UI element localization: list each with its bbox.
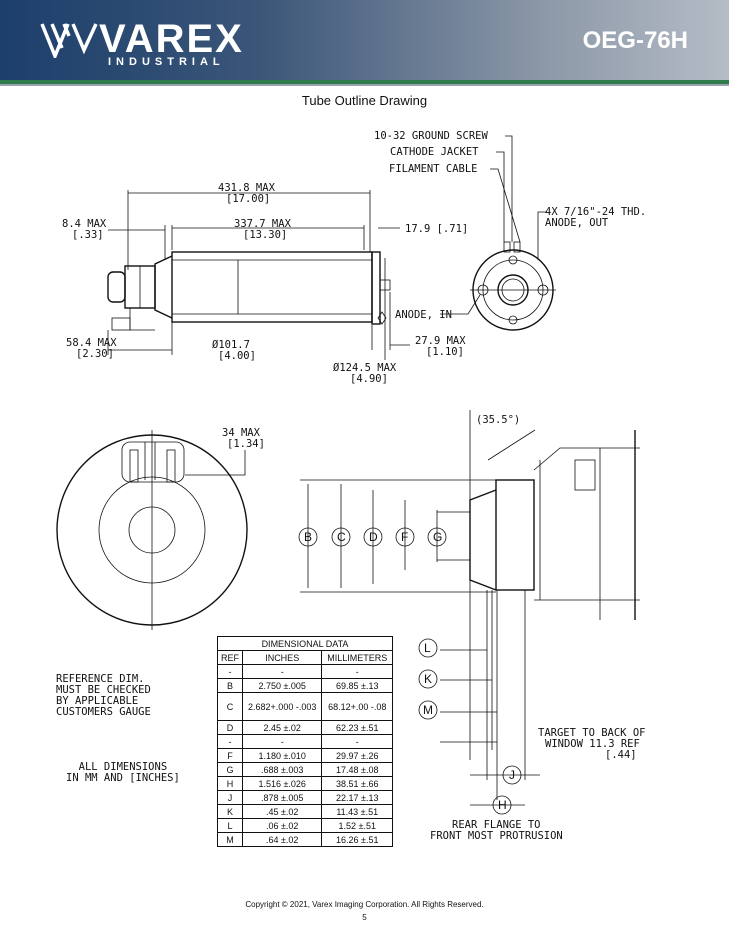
dimensional-data-table: DIMENSIONAL DATA REF INCHES MILLIMETERS … (217, 636, 393, 847)
reference-note: REFERENCE DIM. MUST BE CHECKED BY APPLIC… (56, 673, 151, 718)
tube-outline-drawing: 431.8 MAX [17.00] 337.7 MAX [13.30] 8.4 … (56, 130, 646, 842)
dim-58-inch: [2.30] (76, 348, 114, 360)
dim-8-inch: [.33] (72, 229, 104, 241)
label-target-3: [.44] (605, 749, 637, 761)
varex-v-logo-icon (40, 23, 98, 58)
label-target-1: TARGET TO BACK OF (538, 727, 645, 739)
brand-name: VAREX (99, 17, 244, 61)
table-row: --- (217, 664, 393, 679)
svg-text:B: B (304, 530, 312, 544)
callout-f: F (395, 527, 415, 547)
dim-431-label: 431.8 MAX (218, 182, 276, 194)
label-ground-screw: 10-32 GROUND SCREW (374, 130, 488, 142)
svg-text:J: J (509, 768, 515, 782)
label-filament-cable: FILAMENT CABLE (389, 163, 478, 175)
dim-dia101-inch: [4.00] (218, 350, 256, 362)
dim-27-inch: [1.10] (426, 346, 464, 358)
dim-58-label: 58.4 MAX (66, 337, 117, 349)
label-rear-1: REAR FLANGE TO (452, 819, 541, 831)
label-anode-in: ANODE, IN (395, 309, 452, 321)
svg-text:D: D (369, 530, 378, 544)
callout-d: D (363, 527, 383, 547)
label-cathode-jacket: CATHODE JACKET (390, 146, 479, 158)
brand-subtitle: INDUSTRIAL (108, 56, 225, 68)
svg-text:F: F (401, 530, 408, 544)
svg-text:K: K (424, 672, 432, 686)
label-target-2: WINDOW 11.3 REF (545, 738, 640, 750)
callout-b: B (298, 527, 318, 547)
dim-34-label: 34 MAX (222, 427, 261, 439)
dim-8-label: 8.4 MAX (62, 218, 107, 230)
dim-dia101-label: Ø101.7 (212, 339, 250, 351)
section-view: (35.5°) TARGET TO BACK OF WINDOW 11.3 RE… (300, 410, 645, 842)
callout-j: J (502, 765, 522, 785)
dim-27-label: 27.9 MAX (415, 335, 466, 347)
page-number: 5 (362, 913, 367, 922)
callout-c: C (331, 527, 351, 547)
dim-431-inch: [17.00] (226, 193, 270, 205)
callout-l: L (418, 638, 438, 658)
header-divider (0, 84, 729, 86)
units-note: ALL DIMENSIONS IN MM AND [INCHES] (66, 761, 180, 784)
side-view: 431.8 MAX [17.00] 337.7 MAX [13.30] 8.4 … (62, 182, 468, 385)
table-header: INCHES (241, 650, 323, 665)
dim-337-inch: [13.30] (243, 229, 287, 241)
table-header: MILLIMETERS (321, 650, 393, 665)
svg-text:M: M (423, 703, 433, 717)
dim-337-label: 337.7 MAX (234, 218, 292, 230)
table-header: REF (217, 650, 243, 665)
table-title: DIMENSIONAL DATA (217, 636, 393, 651)
copyright: Copyright © 2021, Varex Imaging Corporat… (245, 900, 484, 909)
callout-h: H (492, 795, 512, 815)
dim-dia124-label: Ø124.5 MAX (333, 362, 397, 374)
model-number: OEG-76H (582, 27, 688, 54)
callout-g: G (427, 527, 447, 547)
dim-dia124-inch: [4.90] (350, 373, 388, 385)
svg-text:C: C (337, 530, 346, 544)
svg-text:L: L (424, 641, 431, 655)
dim-34-inch: [1.34] (227, 438, 265, 450)
callout-m: M (418, 700, 438, 720)
header-accent-line (0, 80, 729, 84)
label-anode-out: ANODE, OUT (545, 217, 609, 229)
table-row: --- (217, 734, 393, 749)
label-rear-2: FRONT MOST PROTRUSION (430, 830, 563, 842)
svg-text:G: G (433, 530, 442, 544)
svg-text:H: H (498, 798, 507, 812)
front-view: 34 MAX [1.34] (56, 427, 265, 630)
page-title: Tube Outline Drawing (301, 93, 428, 108)
callout-k: K (418, 669, 438, 689)
dim-17-label: 17.9 [.71] (405, 223, 468, 235)
end-view: 10-32 GROUND SCREW CATHODE JACKET FILAME… (374, 130, 646, 331)
label-thread: 4X 7/16"-24 THD. (545, 206, 646, 218)
label-angle: (35.5°) (476, 414, 520, 426)
header-banner: VAREX INDUSTRIAL OEG-76H (0, 0, 729, 80)
